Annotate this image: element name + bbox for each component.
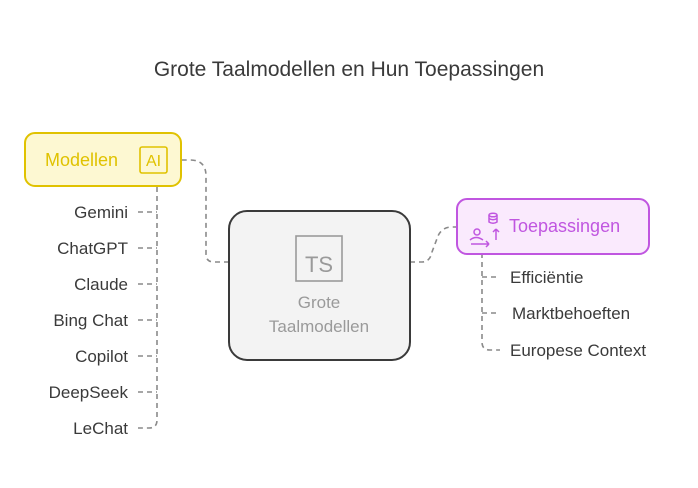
center-label-line2: Taalmodellen [269, 317, 369, 336]
diagram-title: Grote Taalmodellen en Hun Toepassingen [154, 58, 544, 81]
data-flow-icon [469, 212, 500, 248]
ts-icon: TS [295, 235, 343, 282]
model-item: Bing Chat [53, 311, 128, 330]
model-item: ChatGPT [57, 239, 128, 258]
svg-text:AI: AI [146, 153, 161, 170]
connector-toepassingen-trunk [481, 253, 500, 351]
application-item: Efficiëntie [510, 268, 583, 287]
svg-text:TS: TS [305, 252, 333, 277]
modellen-label: Modellen [45, 150, 118, 170]
toepassingen-node[interactable] [456, 198, 650, 255]
application-item: Marktbehoeften [512, 304, 630, 323]
ai-icon: AI [139, 146, 168, 174]
model-item: DeepSeek [49, 383, 129, 402]
connector-modellen-trunk [138, 187, 158, 429]
connector-center-to-toepassingen [410, 226, 457, 263]
center-node[interactable] [228, 210, 411, 361]
model-item: Gemini [74, 203, 128, 222]
model-item: Copilot [75, 347, 128, 366]
connector-center-to-modellen [182, 159, 229, 263]
model-item: Claude [74, 275, 128, 294]
model-item: LeChat [73, 419, 128, 438]
application-item: Europese Context [510, 341, 646, 360]
toepassingen-label: Toepassingen [509, 216, 620, 236]
center-label-line1: Grote [298, 293, 341, 312]
